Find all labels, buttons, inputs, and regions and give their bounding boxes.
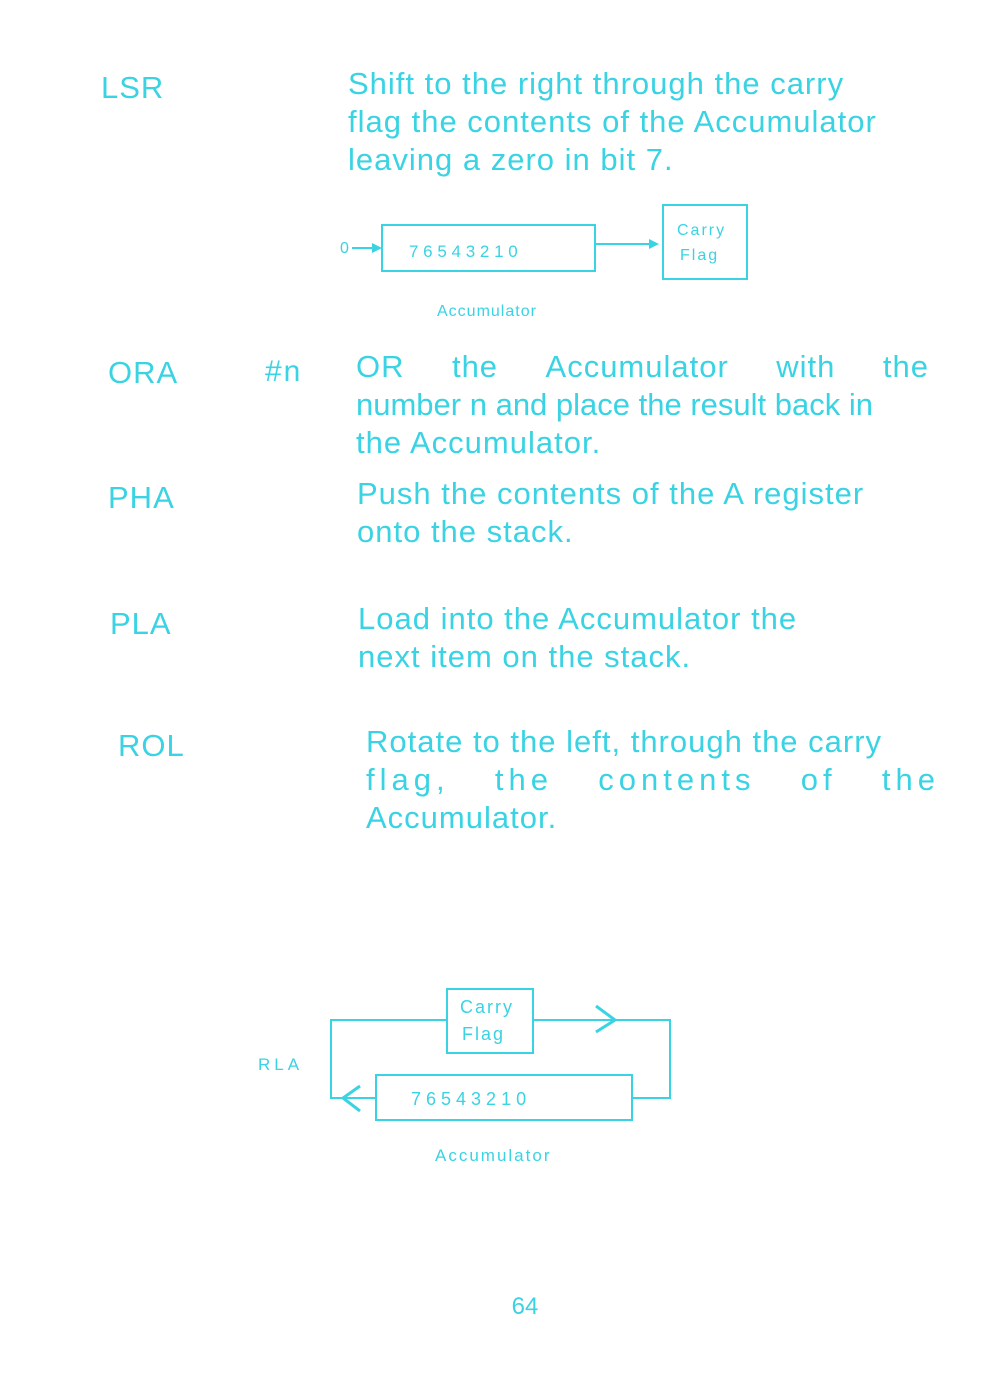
- word: contents: [598, 762, 756, 797]
- description-line: flag the contents of the Accumulator: [348, 104, 877, 139]
- description-line: number n and place the result back in: [356, 387, 873, 422]
- description-lsr: Shift to the right through the carry fla…: [348, 65, 923, 179]
- rol-carry-label: Carry: [460, 997, 514, 1017]
- lsr-input-arrowhead: [372, 243, 382, 253]
- page-number: 64: [511, 1293, 539, 1320]
- description-rol: Rotate to the left, through the carry fl…: [366, 723, 940, 837]
- mnemonic-ora: ORA: [108, 355, 179, 390]
- word: OR: [356, 349, 405, 384]
- word: the: [882, 349, 929, 384]
- description-line: Rotate to the left, through the carry: [366, 724, 883, 759]
- word: with: [776, 349, 836, 384]
- rol-right-arrowhead: [595, 1004, 618, 1034]
- description-line: onto the stack.: [357, 514, 574, 549]
- description-line: Shift to the right through the carry: [348, 66, 845, 101]
- description-line: leaving a zero in bit 7.: [348, 142, 674, 177]
- word: the: [451, 349, 499, 384]
- mnemonic-pha: PHA: [108, 480, 175, 515]
- description-ora: OR the Accumulator with the number n and…: [356, 348, 929, 462]
- description-pla: Load into the Accumulator the next item …: [358, 600, 931, 676]
- rol-return-line: [330, 1019, 447, 1099]
- lsr-register-bits: 7 6 5 4 3 2 1 0: [409, 242, 518, 261]
- lsr-accumulator-caption: Accumulator: [437, 303, 537, 320]
- word: the: [494, 762, 553, 797]
- word: the: [881, 762, 940, 797]
- rol-left-arrowhead: [340, 1084, 361, 1113]
- rol-loop-line: [533, 1019, 671, 1099]
- mnemonic-lsr: LSR: [101, 70, 165, 105]
- word: flag,: [366, 762, 450, 797]
- lsr-input-label: 0: [340, 240, 349, 257]
- word: Accumulator: [545, 349, 729, 384]
- rol-flag-label: Flag: [462, 1024, 505, 1044]
- description-line: Push the contents of the A register: [357, 476, 865, 511]
- description-line: the Accumulator.: [356, 425, 602, 460]
- description-line: flag, the contents of the: [366, 761, 940, 799]
- description-line: next item on the stack.: [358, 639, 692, 674]
- lsr-output-arrowhead: [649, 239, 659, 249]
- lsr-carry-flag-box: [662, 204, 748, 280]
- lsr-register-box: [381, 224, 596, 272]
- rol-register-bits: 7 6 5 4 3 2 1 0: [411, 1089, 526, 1109]
- description-pha: Push the contents of the A register onto…: [357, 475, 930, 551]
- operand-ora: #n: [265, 355, 303, 388]
- lsr-carry-label: Carry: [677, 222, 726, 239]
- description-line: Load into the Accumulator the: [358, 601, 798, 636]
- rol-accumulator-caption: Accumulator: [435, 1146, 551, 1165]
- lsr-flag-label: Flag: [680, 247, 719, 264]
- mnemonic-rol: ROL: [118, 728, 185, 763]
- description-line: OR the Accumulator with the: [356, 348, 929, 386]
- rol-side-label: RLA: [258, 1055, 303, 1074]
- mnemonic-pla: PLA: [110, 606, 172, 641]
- description-line: Accumulator.: [366, 800, 558, 835]
- word: of: [800, 762, 837, 797]
